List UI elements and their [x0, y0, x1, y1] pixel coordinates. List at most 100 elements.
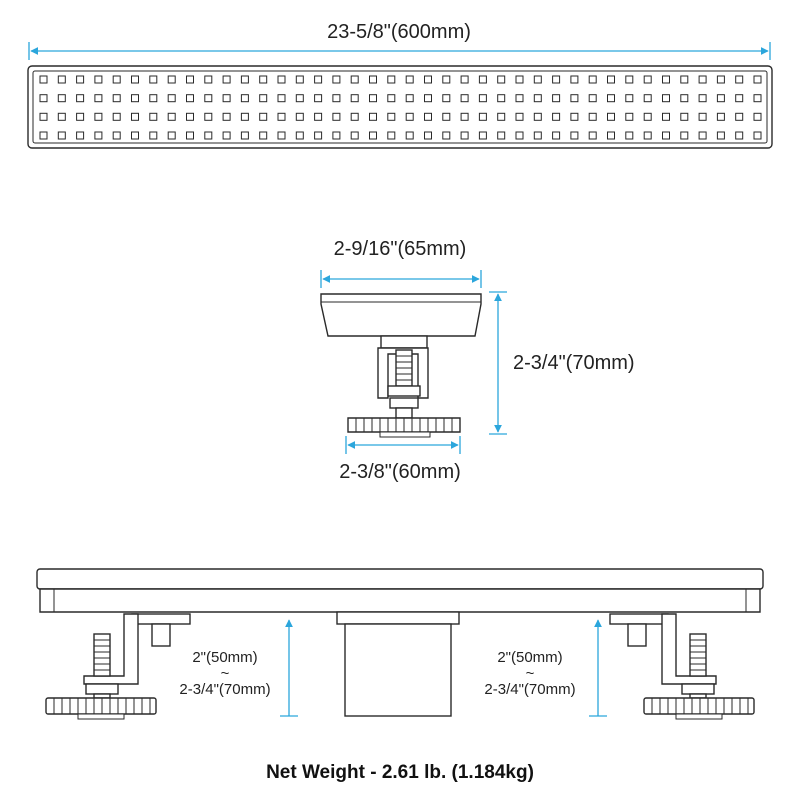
grate-hole	[552, 112, 561, 121]
left-foot-knurl	[53, 698, 151, 714]
grate-hole	[588, 112, 597, 121]
grate-hole	[240, 131, 249, 140]
left-nut	[85, 683, 119, 695]
grate-hole	[698, 131, 707, 140]
left-clip-nut	[151, 623, 171, 647]
channel-profile	[320, 293, 482, 337]
grate-hole	[588, 131, 597, 140]
front-right-height-max: 2-3/4"(70mm)	[484, 681, 575, 698]
grate-hole	[680, 131, 689, 140]
grate-hole	[94, 94, 103, 103]
grate-hole	[314, 131, 323, 140]
foot-width-label: 2-3/8"(60mm)	[339, 461, 461, 483]
grate-hole	[149, 131, 158, 140]
grate-hole	[533, 131, 542, 140]
grate-hole	[588, 75, 597, 84]
grate-hole	[131, 94, 139, 103]
grate-hole	[94, 131, 103, 140]
grate-hole	[625, 75, 634, 84]
grate-hole	[515, 75, 524, 84]
grate-hole	[497, 75, 506, 84]
grate-hole	[680, 94, 689, 103]
front-view: 2"(50mm) ~ 2-3/4"(70mm) 2"(50mm) ~ 2-3/4…	[36, 568, 764, 720]
grate-hole	[222, 94, 231, 103]
grate-hole	[753, 94, 762, 103]
grate-hole	[698, 112, 707, 121]
grate-hole	[424, 94, 432, 103]
grate-hole	[186, 75, 194, 84]
grate-hole	[350, 75, 359, 84]
grate-hole	[259, 75, 268, 84]
grate-hole	[314, 112, 323, 121]
grate-hole	[57, 112, 66, 121]
grate-hole	[222, 112, 231, 121]
left-bolt-shaft	[93, 633, 111, 677]
grate-hole	[167, 112, 176, 121]
outlet-collar	[336, 611, 460, 625]
grate-hole	[497, 112, 506, 121]
right-clip-nut	[627, 623, 647, 647]
grate-hole	[552, 131, 561, 140]
grate-hole	[57, 94, 66, 103]
grate-hole	[332, 131, 341, 140]
grate-hole	[387, 75, 396, 84]
grate-hole	[405, 94, 414, 103]
grate-hole	[369, 112, 377, 121]
grate-hole	[680, 112, 689, 121]
grate-hole	[716, 131, 725, 140]
grate-hole	[131, 75, 139, 84]
grate-hole	[753, 112, 762, 121]
side-width-label: 2-9/16"(65mm)	[334, 238, 467, 260]
grate-hole	[240, 75, 249, 84]
grate-hole	[570, 112, 579, 121]
grate-hole	[716, 75, 725, 84]
grate-hole	[552, 94, 561, 103]
grate-hole	[662, 75, 670, 84]
grate-hole	[76, 131, 85, 140]
grate-hole	[332, 75, 341, 84]
grate-hole	[112, 75, 121, 84]
grate-hole	[277, 75, 286, 84]
grate-hole	[625, 94, 634, 103]
grate-hole	[570, 131, 579, 140]
grate-hole	[424, 75, 432, 84]
grate-hole	[424, 112, 432, 121]
grate-hole	[478, 112, 487, 121]
grate-hole	[112, 112, 121, 121]
grate-hole	[295, 112, 304, 121]
grate-hole	[332, 112, 341, 121]
grate-hole	[625, 131, 634, 140]
grate-hole	[735, 94, 744, 103]
grate-hole	[94, 75, 103, 84]
grate-hole	[442, 94, 451, 103]
grate-hole	[259, 131, 268, 140]
right-foot-knurl	[651, 698, 749, 714]
grate-hole	[240, 112, 249, 121]
grate-hole	[204, 75, 213, 84]
grate-hole	[76, 75, 85, 84]
grate-hole	[57, 75, 66, 84]
top-view: 23-5/8"(600mm)	[27, 21, 773, 149]
grate-hole	[533, 112, 542, 121]
grate-hole	[607, 131, 615, 140]
grate-hole	[442, 75, 451, 84]
grate-hole	[716, 94, 725, 103]
grate-hole	[295, 131, 304, 140]
grate-hole	[570, 94, 579, 103]
grate-hole	[131, 131, 139, 140]
grate-hole	[277, 94, 286, 103]
grate-hole	[314, 94, 323, 103]
grate-hole	[39, 75, 48, 84]
grate-hole	[369, 94, 377, 103]
grate-hole	[295, 94, 304, 103]
grate-hole	[607, 94, 615, 103]
grate-hole	[533, 75, 542, 84]
top-width-label: 23-5/8"(600mm)	[327, 21, 471, 43]
side-foot-knurl	[355, 418, 453, 432]
grate-hole	[167, 75, 176, 84]
grate-hole	[405, 112, 414, 121]
grate-hole	[112, 94, 121, 103]
front-left-height-max: 2-3/4"(70mm)	[179, 681, 270, 698]
grate-hole	[387, 112, 396, 121]
